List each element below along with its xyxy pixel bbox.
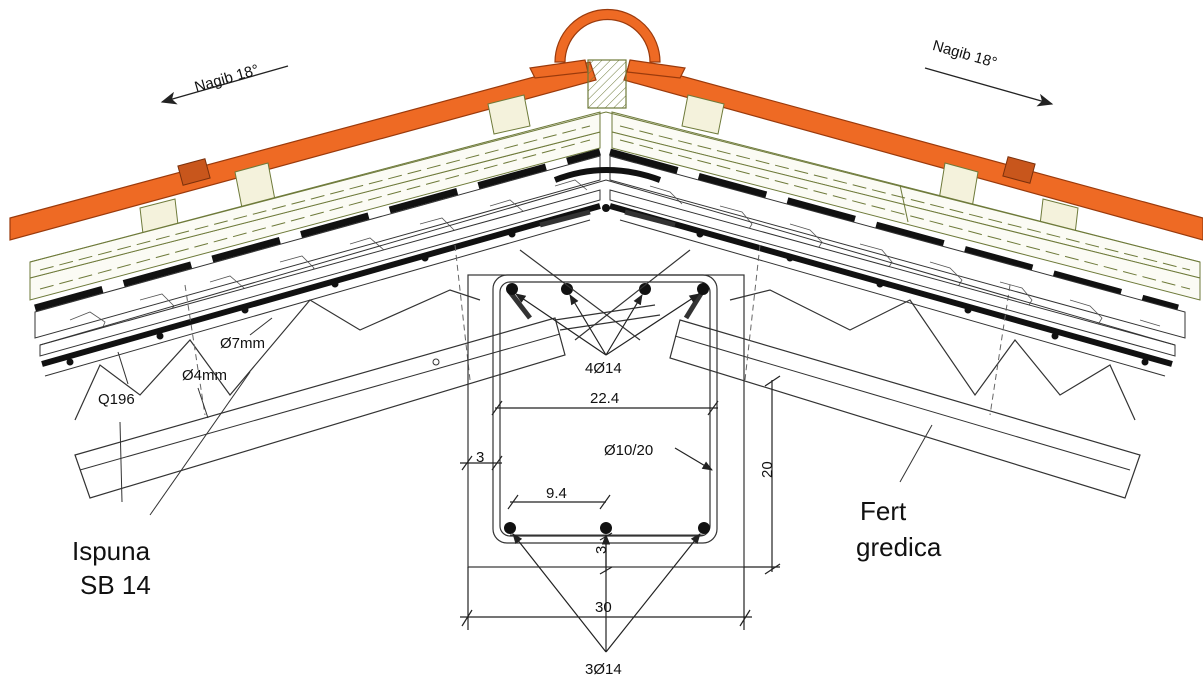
slope-right-label: Nagib 18°	[931, 37, 999, 72]
left-insulation-2	[29, 111, 601, 279]
left-tile-clip	[177, 158, 211, 186]
slope-right-arrow	[924, 67, 1054, 107]
infill-label-line1: Ispuna	[72, 536, 151, 566]
left-fert-beam	[74, 317, 566, 499]
ridge-timber	[587, 59, 627, 109]
dim-cover-bottom: 3	[593, 546, 610, 554]
dim-cover-side: 3	[476, 449, 484, 466]
right-batten-1	[681, 94, 725, 135]
left-concrete-topping	[34, 155, 601, 339]
left-mesh-bar	[41, 203, 601, 367]
top-bar	[506, 283, 518, 295]
top-bar	[561, 283, 573, 295]
left-roof-slope	[9, 61, 601, 499]
ridge	[29, 8, 1201, 346]
top-bar	[639, 283, 651, 295]
left-membrane	[34, 148, 601, 312]
top-bars	[506, 283, 709, 295]
mesh-label: Q196	[98, 391, 135, 408]
beam-label-line2: gredica	[856, 532, 942, 562]
dim-total-width: 30	[595, 599, 612, 616]
right-slab	[609, 189, 1176, 357]
right-roof-slope	[609, 61, 1203, 499]
stirrups-label: Ø10/20	[604, 442, 653, 459]
right-fert-beam	[669, 319, 1141, 499]
ridge-beam-section	[467, 249, 745, 653]
dim-height: 20	[759, 461, 776, 478]
bottom-bar	[504, 522, 516, 534]
dimension-lines	[460, 375, 781, 630]
right-mesh-bar	[609, 203, 1173, 367]
top-bars-label: 4Ø14	[585, 360, 622, 377]
dim-inner-width: 22.4	[590, 390, 619, 407]
beam-label-line1: Fert	[860, 496, 907, 526]
left-slab	[39, 189, 601, 357]
bottom-bars-label: 3Ø14	[585, 661, 622, 678]
label-leaders	[117, 317, 933, 516]
slope-left-arrow	[160, 65, 289, 105]
bottom-bars	[504, 522, 710, 534]
bottom-bar	[698, 522, 710, 534]
infill-label-line2: SB 14	[80, 570, 151, 600]
wire-7-label: Ø7mm	[220, 335, 265, 352]
stirrup-inner	[499, 281, 711, 537]
top-bar	[697, 283, 709, 295]
bottom-bar	[600, 522, 612, 534]
right-insulation-2	[611, 131, 1201, 301]
dim-bar-spacing: 9.4	[546, 485, 567, 502]
wire-4-label: Ø4mm	[182, 367, 227, 384]
ridge-cap-tile	[554, 8, 661, 63]
right-tile-clip	[1002, 156, 1036, 184]
left-batten-2	[487, 94, 531, 135]
slope-left-label: Nagib 18°	[193, 61, 261, 96]
right-membrane	[609, 148, 1179, 312]
ridge-cap-wing-right	[626, 59, 686, 79]
